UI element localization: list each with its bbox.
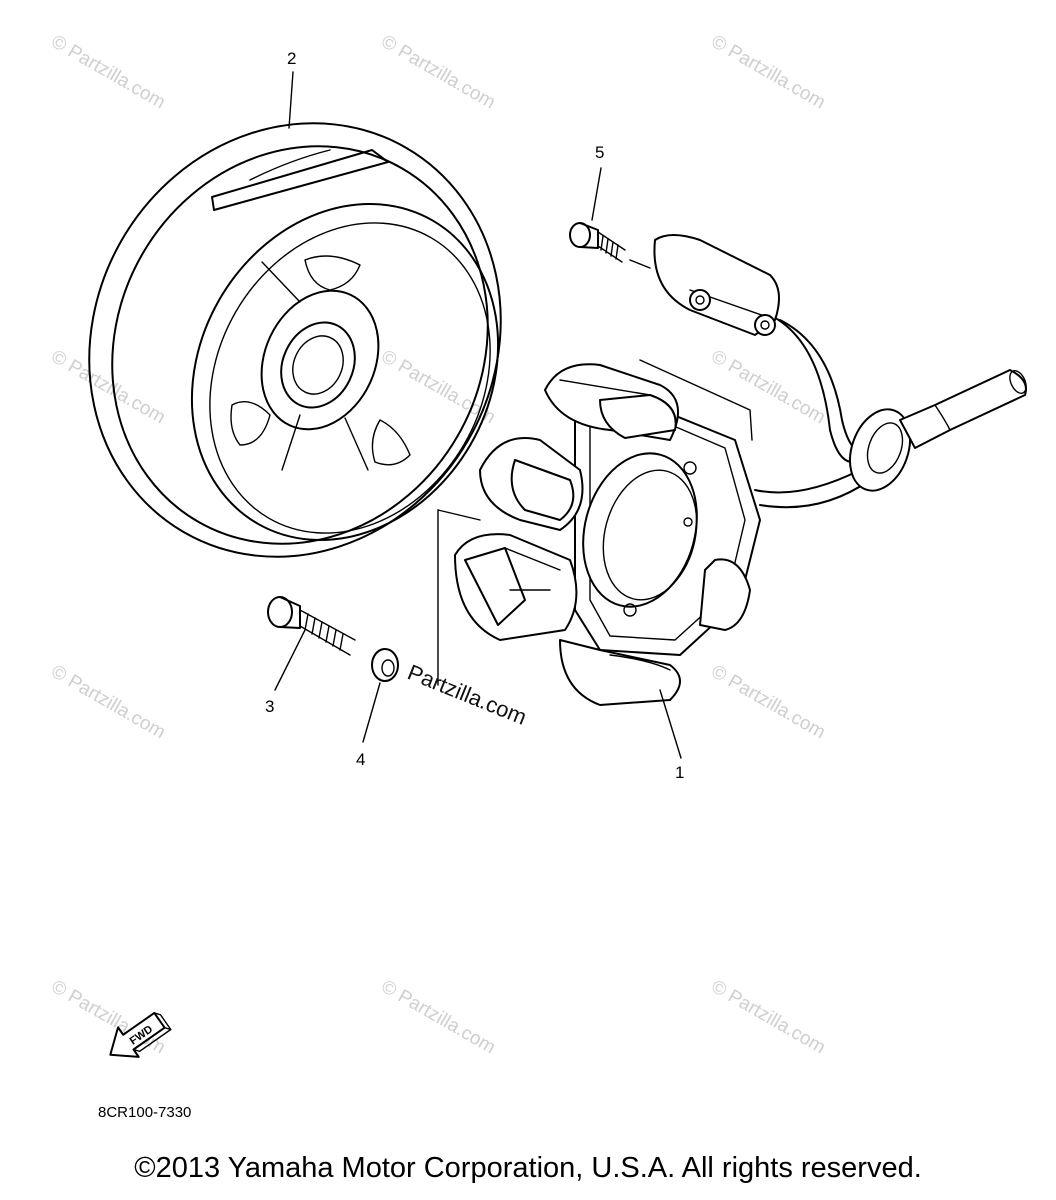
callout-2: 2 <box>287 49 296 68</box>
stator-assembly-drawing <box>454 314 1027 706</box>
callout-4: 4 <box>356 750 365 769</box>
fwd-arrow-icon: FWD <box>109 1011 172 1058</box>
callout-1: 1 <box>675 763 684 782</box>
watermark: © Partzilla.com <box>708 31 829 113</box>
leader-lines <box>274 71 682 759</box>
assembly-guide-lines <box>437 509 481 686</box>
callout-3: 3 <box>265 697 274 716</box>
diagram-code: 8CR100-7330 <box>98 1104 191 1121</box>
bolt-part-3-drawing <box>267 596 356 656</box>
copyright-notice: ©2013 Yamaha Motor Corporation, U.S.A. A… <box>134 1152 922 1184</box>
watermark: © Partzilla.com <box>48 346 169 428</box>
watermark: © Partzilla.com <box>708 976 829 1058</box>
pickup-coil-drawing <box>629 234 780 336</box>
watermark: © Partzilla.com <box>48 31 169 113</box>
watermark: © Partzilla.com <box>378 976 499 1058</box>
flywheel-rotor-drawing <box>88 122 502 558</box>
watermark: © Partzilla.com <box>48 661 169 743</box>
callout-5: 5 <box>595 143 604 162</box>
watermark: © Partzilla.com <box>708 661 829 743</box>
watermark: © Partzilla.com <box>378 31 499 113</box>
washer-part-4-drawing <box>371 648 399 682</box>
screw-part-5-drawing <box>569 222 626 263</box>
center-watermark: Partzilla.com <box>404 659 530 729</box>
